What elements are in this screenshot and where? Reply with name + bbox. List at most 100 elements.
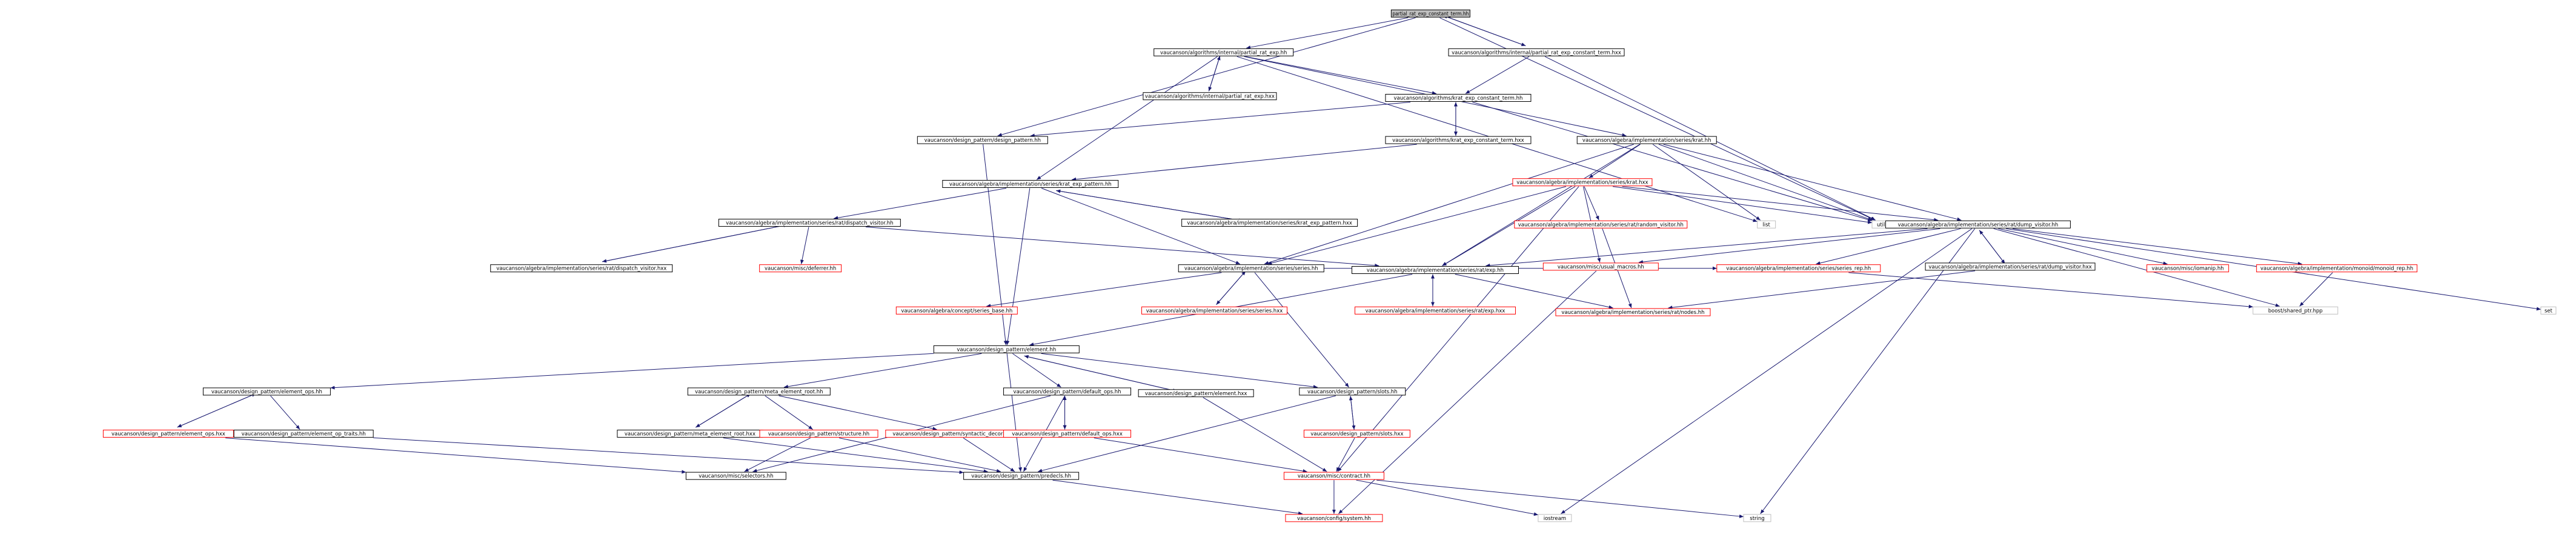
node-box[interactable] — [759, 430, 878, 438]
node-box[interactable] — [1285, 514, 1383, 522]
node-box[interactable] — [942, 179, 1119, 188]
node-box[interactable] — [895, 306, 1018, 315]
node-box[interactable] — [1716, 264, 1881, 273]
node-box[interactable] — [1757, 220, 1776, 228]
file-node[interactable]: vaucanson/design_pattern/meta_element_ro… — [617, 430, 763, 438]
file-node[interactable]: vaucanson/misc/iomanip.hh — [2146, 264, 2229, 273]
node-box[interactable] — [2146, 264, 2229, 273]
file-node[interactable]: vaucanson/algorithms/krat_exp_constant_t… — [1385, 93, 1532, 102]
root-file-node[interactable]: partial_rat_exp_constant_term.hh — [1390, 9, 1470, 18]
node-box[interactable] — [1448, 48, 1625, 56]
file-node[interactable]: vaucanson/algebra/implementation/series/… — [1885, 220, 2071, 228]
file-node[interactable]: vaucanson/algorithms/krat_exp_constant_t… — [1385, 136, 1532, 144]
node-box[interactable] — [718, 219, 901, 227]
node-box[interactable] — [1299, 387, 1406, 396]
include-edge — [1993, 228, 2280, 307]
file-node[interactable]: vaucanson/design_pattern/design_pattern.… — [917, 136, 1048, 144]
file-node[interactable]: iostream — [1538, 514, 1572, 522]
file-node[interactable]: vaucanson/design_pattern/element_ops.hh — [202, 387, 331, 396]
node-box[interactable] — [1003, 430, 1132, 438]
node-box[interactable] — [1542, 262, 1659, 271]
node-box[interactable] — [1514, 220, 1688, 228]
node-box[interactable] — [963, 472, 1080, 480]
file-node[interactable]: vaucanson/algebra/implementation/series/… — [1351, 266, 1519, 274]
node-box[interactable] — [1154, 48, 1294, 56]
node-box[interactable] — [1303, 430, 1410, 438]
file-node[interactable]: vaucanson/algebra/concept/series_base.hh — [895, 306, 1018, 315]
node-box[interactable] — [2540, 306, 2557, 315]
file-node[interactable]: vaucanson/algebra/implementation/series/… — [1716, 264, 1881, 273]
node-box[interactable] — [1512, 178, 1653, 187]
file-node[interactable]: vaucanson/algorithms/internal/partial_ra… — [1143, 92, 1277, 101]
file-node[interactable]: vaucanson/design_pattern/meta_element_ro… — [687, 387, 831, 396]
node-box[interactable] — [490, 264, 673, 273]
node-box[interactable] — [2256, 264, 2418, 273]
include-edge — [1455, 274, 1613, 309]
file-node[interactable]: vaucanson/algebra/implementation/series/… — [1576, 136, 1717, 144]
file-node[interactable]: list — [1757, 220, 1776, 228]
node-box[interactable] — [1576, 136, 1717, 144]
file-node[interactable]: vaucanson/misc/selectors.hh — [685, 472, 786, 480]
file-node[interactable]: vaucanson/design_pattern/default_ops.hh — [1003, 387, 1132, 396]
file-node[interactable]: string — [1743, 514, 1771, 522]
file-node[interactable]: vaucanson/design_pattern/element.hxx — [1138, 389, 1254, 398]
node-box[interactable] — [1178, 264, 1324, 273]
file-node[interactable]: vaucanson/algebra/implementation/series/… — [718, 219, 901, 227]
node-box[interactable] — [1538, 514, 1572, 522]
node-box[interactable] — [1283, 472, 1384, 480]
node-box[interactable] — [1385, 136, 1532, 144]
file-node[interactable]: vaucanson/config/system.hh — [1285, 514, 1383, 522]
file-node[interactable]: vaucanson/algebra/implementation/series/… — [1181, 219, 1358, 227]
node-box[interactable] — [202, 387, 331, 396]
node-box[interactable] — [1385, 93, 1532, 102]
file-node[interactable]: vaucanson/algebra/implementation/series/… — [1514, 220, 1688, 228]
node-box[interactable] — [1885, 220, 2071, 228]
node-box[interactable] — [102, 430, 234, 438]
file-node[interactable]: vaucanson/design_pattern/slots.hxx — [1303, 430, 1410, 438]
file-node[interactable]: set — [2540, 306, 2557, 315]
node-box[interactable] — [2252, 306, 2339, 315]
file-node[interactable]: vaucanson/design_pattern/predecls.hh — [963, 472, 1080, 480]
file-node[interactable]: vaucanson/design_pattern/element_op_trai… — [233, 430, 374, 438]
node-box[interactable] — [1925, 262, 2096, 271]
node-label: vaucanson/algebra/implementation/series/… — [1561, 310, 1704, 316]
node-box[interactable] — [917, 136, 1048, 144]
file-node[interactable]: vaucanson/algorithms/internal/partial_ra… — [1448, 48, 1625, 56]
file-node[interactable]: vaucanson/algebra/implementation/series/… — [1178, 264, 1324, 273]
file-node[interactable]: vaucanson/design_pattern/default_ops.hxx — [1003, 430, 1132, 438]
file-node[interactable]: vaucanson/misc/usual_macros.hh — [1542, 262, 1659, 271]
file-node[interactable]: vaucanson/algebra/implementation/monoid/… — [2256, 264, 2418, 273]
node-box[interactable] — [1181, 219, 1358, 227]
file-node[interactable]: vaucanson/design_pattern/element_ops.hxx — [102, 430, 234, 438]
node-box[interactable] — [759, 264, 842, 273]
file-node[interactable]: vaucanson/design_pattern/structure.hh — [759, 430, 878, 438]
file-node[interactable]: vaucanson/algebra/implementation/series/… — [942, 179, 1119, 188]
include-edge — [1024, 355, 1178, 392]
node-box[interactable] — [1138, 389, 1254, 398]
file-node[interactable]: vaucanson/algebra/implementation/series/… — [1925, 262, 2096, 271]
file-node[interactable]: vaucanson/misc/deferrer.hh — [759, 264, 842, 273]
node-box[interactable] — [685, 472, 786, 480]
node-box[interactable] — [1003, 387, 1132, 396]
file-node[interactable]: vaucanson/misc/contract.hh — [1283, 472, 1384, 480]
node-box[interactable] — [933, 345, 1080, 353]
file-node[interactable]: vaucanson/algebra/implementation/series/… — [490, 264, 673, 273]
node-label: vaucanson/design_pattern/element_ops.hh — [211, 389, 322, 395]
file-node[interactable]: vaucanson/algebra/implementation/series/… — [1555, 308, 1711, 316]
file-node[interactable]: vaucanson/algebra/implementation/series/… — [1512, 178, 1653, 187]
file-node[interactable]: vaucanson/algebra/implementation/series/… — [1141, 306, 1288, 315]
node-box[interactable] — [1555, 308, 1711, 316]
file-node[interactable]: vaucanson/algorithms/internal/partial_ra… — [1154, 48, 1294, 56]
node-box[interactable] — [1743, 514, 1771, 522]
node-box[interactable] — [687, 387, 831, 396]
node-box[interactable] — [1351, 266, 1519, 274]
file-node[interactable]: vaucanson/design_pattern/element.hh — [933, 345, 1080, 353]
node-box[interactable] — [1354, 306, 1516, 315]
file-node[interactable]: vaucanson/algebra/implementation/series/… — [1354, 306, 1516, 315]
node-box[interactable] — [1143, 92, 1277, 101]
node-box[interactable] — [1141, 306, 1288, 315]
file-node[interactable]: boost/shared_ptr.hpp — [2252, 306, 2339, 315]
node-box[interactable] — [233, 430, 374, 438]
file-node[interactable]: vaucanson/design_pattern/slots.hh — [1299, 387, 1406, 396]
node-box[interactable] — [1390, 9, 1470, 18]
